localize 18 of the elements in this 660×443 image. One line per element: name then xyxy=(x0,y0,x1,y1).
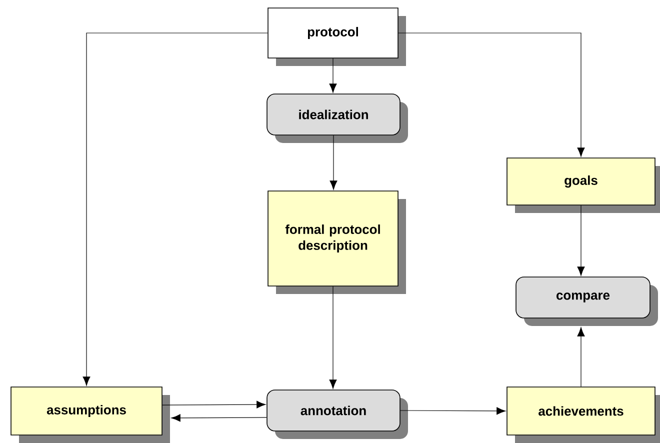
arrow xyxy=(330,135,338,190)
step-box: idealization xyxy=(266,94,408,143)
process-box: formal protocol description xyxy=(268,190,406,294)
arrow xyxy=(82,32,268,386)
step-box: annotation xyxy=(266,390,408,439)
arrow xyxy=(162,400,266,408)
arrow xyxy=(171,414,267,422)
arrow xyxy=(329,286,337,389)
step-box: compare xyxy=(516,276,658,326)
process-box: assumptions xyxy=(10,386,170,443)
arrow xyxy=(398,32,585,157)
arrow xyxy=(400,407,506,415)
arrow xyxy=(577,205,585,276)
process-box: goals xyxy=(506,158,660,213)
process-box: achievements xyxy=(506,386,660,443)
arrow xyxy=(329,58,337,93)
arrow xyxy=(577,327,585,387)
process-box: protocol xyxy=(268,8,406,66)
